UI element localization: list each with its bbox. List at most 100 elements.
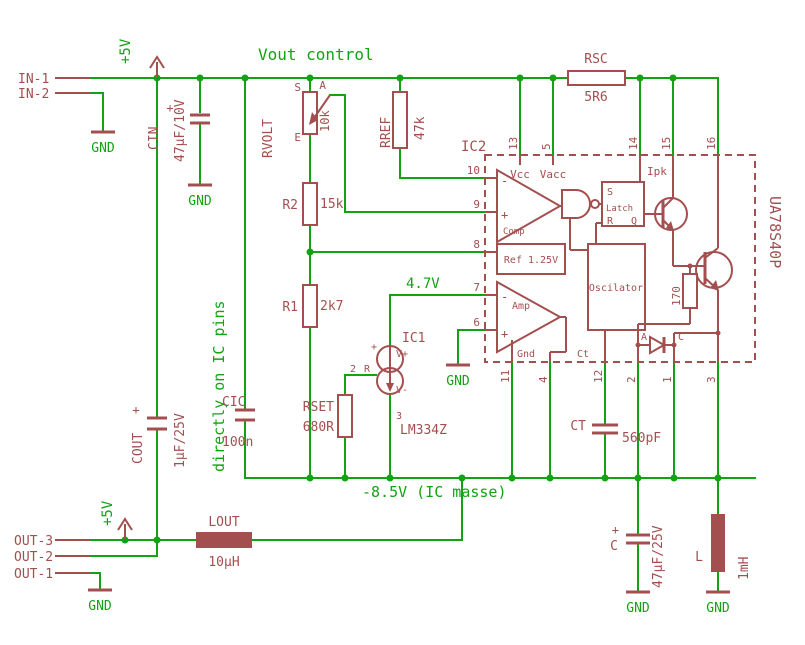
amp-label: Amp xyxy=(512,301,530,312)
lout-name-label: LOUT xyxy=(208,515,239,530)
component-cout: + COUT 1µF/25V xyxy=(131,403,188,468)
ic1-vplus-label: V+ xyxy=(396,349,408,360)
ic2-pin9-number: 9 xyxy=(473,198,480,211)
lout-value-label: 10µH xyxy=(208,555,239,570)
plus5v-arrow-icon xyxy=(149,55,165,69)
and-gate-icon xyxy=(561,189,591,219)
component-l: L 1mH xyxy=(695,514,752,580)
ic1-value-label: LM334Z xyxy=(400,423,447,438)
ic1-pin2-number: 2 xyxy=(350,364,356,375)
wiper-arrowhead-icon xyxy=(309,112,318,125)
opamp-icon xyxy=(496,280,563,354)
ic2-pin4-number: 4 xyxy=(537,376,550,383)
ic2-pin5-number: 5 xyxy=(540,143,553,150)
ct-name-label: CT xyxy=(570,419,586,434)
plus5v-arrow-icon xyxy=(117,517,133,531)
component-cin: + CIN 47µF/10V xyxy=(147,99,210,162)
cin-name-label: CIN xyxy=(147,127,162,150)
component-lout: LOUT 10µH xyxy=(196,515,252,570)
diode-icon xyxy=(649,335,667,355)
component-rset: RSET 680R xyxy=(303,394,353,438)
r1-name-label: R1 xyxy=(282,300,298,315)
comp-minus: - xyxy=(501,174,508,188)
plus5v-bottom-label: +5V xyxy=(100,500,116,526)
ic2-pin13-number: 13 xyxy=(507,137,520,150)
gnd-label: GND xyxy=(626,601,650,616)
ic2-value-label: UA78S40P xyxy=(766,196,784,268)
ic2-pin10-number: 10 xyxy=(467,164,480,177)
gnd-label: GND xyxy=(706,601,730,616)
vout-control-label: Vout control xyxy=(258,45,374,64)
latch-box xyxy=(601,181,645,227)
ic2-pin8-number: 8 xyxy=(473,238,480,251)
pin-label-in2: IN-2 xyxy=(18,87,49,102)
node-47v-label: 4.7V xyxy=(406,276,440,292)
pin-label-out2: OUT-2 xyxy=(14,550,53,565)
cic-value-label: 100n xyxy=(222,435,253,450)
component-r1: R1 2k7 xyxy=(282,284,343,328)
latch-r-label: R xyxy=(607,216,614,227)
cout-value-label: 1µF/25V xyxy=(173,413,188,468)
inverter-bubble-icon xyxy=(590,199,600,209)
latch-s-label: S xyxy=(607,187,613,198)
transistor-q1-icon xyxy=(654,197,688,231)
plus5v-top-label: +5V xyxy=(118,38,134,64)
latch-label: Latch xyxy=(606,204,633,214)
gnd-label: GND xyxy=(446,374,470,389)
pin-label-in1: IN-1 xyxy=(18,72,49,87)
current-source-arrow-icon xyxy=(386,383,394,392)
net-annotations: Vout control directly on IC pins 4.7V -8… xyxy=(210,45,507,501)
component-ct: CT 560pF xyxy=(570,419,661,446)
ref-box xyxy=(496,243,566,275)
component-rvolt: S A E RVOLT 10k xyxy=(261,79,332,158)
emitter-arrow-icon xyxy=(666,221,674,231)
gnd-pin-label: Gnd xyxy=(517,349,535,360)
pin-label-out3: OUT-3 xyxy=(14,534,53,549)
comparator-icon xyxy=(496,168,563,244)
rref-value-label: 47k xyxy=(413,116,428,140)
gnd-label: GND xyxy=(188,194,212,209)
c-polarity: + xyxy=(612,523,619,537)
pin-label-out1: OUT-1 xyxy=(14,567,53,582)
ct-value-label: 560pF xyxy=(622,431,661,446)
ic2-pin6-number: 6 xyxy=(473,316,480,329)
directly-on-ic-label: directly on IC pins xyxy=(210,300,228,472)
component-ic1-lm334: + V+ R V- 2 3 IC1 LM334Z xyxy=(350,331,447,438)
rsc-value-label: 5R6 xyxy=(584,90,607,105)
rvolt-term-a: A xyxy=(319,79,326,92)
amp-plus: + xyxy=(501,327,508,341)
ic1-r-label: R xyxy=(364,364,371,375)
ic1-vminus-label: V- xyxy=(396,385,408,396)
ic1-name-label: IC1 xyxy=(402,331,425,346)
connector-pins: IN-1 IN-2 OUT-3 OUT-2 OUT-1 xyxy=(14,72,90,582)
neg-rail-label: -8.5V (IC masse) xyxy=(362,483,507,501)
junction-dots xyxy=(121,74,722,544)
ic2-pin1-number: 1 xyxy=(661,376,674,383)
ic2-pin16-number: 16 xyxy=(705,137,718,150)
c-name-label: C xyxy=(610,539,618,554)
c-value-label: 47µF/25V xyxy=(651,525,666,588)
cout-name-label: COUT xyxy=(131,433,146,464)
r2-name-label: R2 xyxy=(282,198,298,213)
component-rref: RREF 47k xyxy=(379,91,428,149)
amp-minus: - xyxy=(501,290,508,304)
ic2-pin14-number: 14 xyxy=(627,136,640,150)
transistor-q2-icon xyxy=(695,251,733,289)
ic2-pin2-number: 2 xyxy=(625,376,638,383)
ic2-pin3-number: 3 xyxy=(705,376,718,383)
r1-value-label: 2k7 xyxy=(320,299,343,314)
ic2-pin15-number: 15 xyxy=(660,137,673,150)
r2-value-label: 15k xyxy=(320,197,344,212)
component-c: + C 47µF/25V xyxy=(610,523,666,588)
diode-anode-label: A xyxy=(641,332,647,343)
oscillator-box xyxy=(587,243,646,331)
supply-symbols: +5V +5V GND GND GND GND GND GND xyxy=(88,38,730,616)
vacc-label: Vacc xyxy=(540,168,567,181)
cin-polarity: + xyxy=(166,101,173,115)
rset-value-label: 680R xyxy=(303,420,334,435)
cic-name-label: CIC xyxy=(222,395,245,410)
component-rsc: RSC 5R6 xyxy=(567,52,626,105)
ic2-pin12-number: 12 xyxy=(592,370,605,383)
